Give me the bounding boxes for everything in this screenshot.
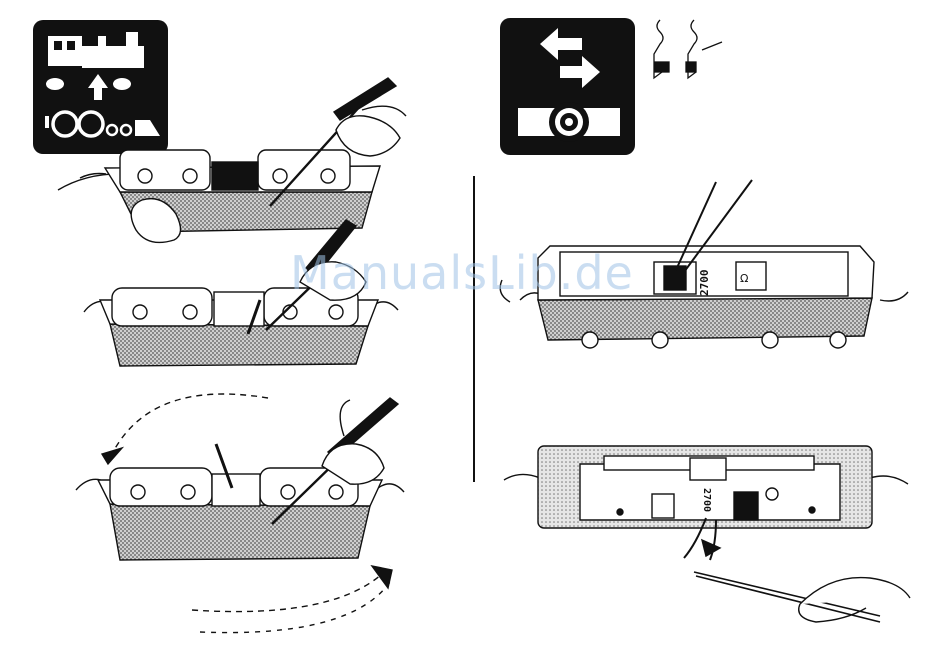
decoder-exchange-icon xyxy=(500,18,635,155)
decoder-label-top: 2700 xyxy=(698,270,711,297)
connector-sketch xyxy=(654,20,722,78)
chassis-decoder-view-2 xyxy=(504,446,910,622)
resistor-symbol: Ω xyxy=(740,272,748,285)
locomotive-body-removal-icon xyxy=(33,20,168,154)
locomotive-step-3 xyxy=(76,394,404,633)
watermark: ManualsLib.de xyxy=(290,246,634,300)
decoder-label-bottom: 2700 xyxy=(701,488,712,512)
